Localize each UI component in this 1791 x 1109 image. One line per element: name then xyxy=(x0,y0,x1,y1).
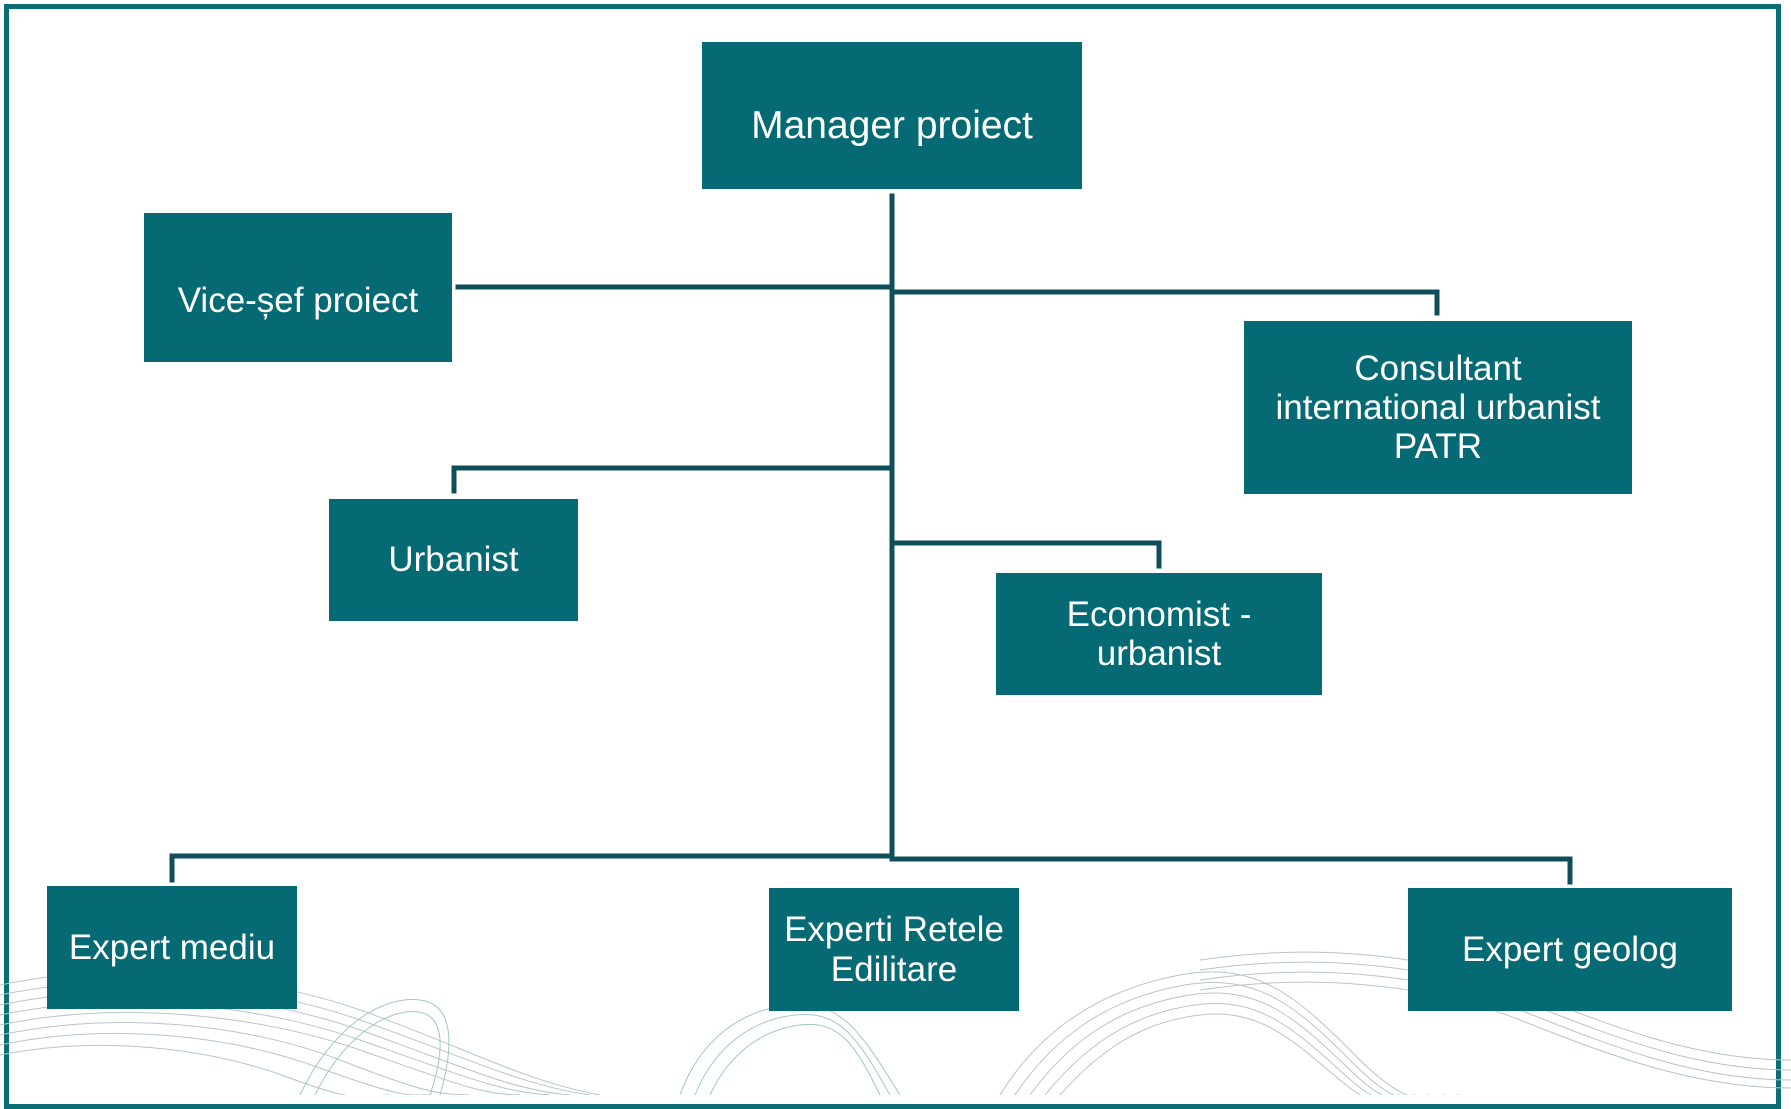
box-label: Experti Retele Edilitare xyxy=(784,910,1004,989)
connector-expert-geolog xyxy=(889,856,1573,885)
connector-expert-mediu xyxy=(169,853,895,883)
box-label: Economist - urbanist xyxy=(1066,594,1252,673)
box-experti-retele-edilitare: Experti Retele Edilitare xyxy=(769,888,1019,1011)
box-label: Urbanist xyxy=(388,540,519,580)
box-consultant: Consultant international urbanist PATR xyxy=(1244,321,1632,494)
box-expert-geolog: Expert geolog xyxy=(1408,888,1732,1011)
box-economist-urbanist: Economist - urbanist xyxy=(996,573,1322,695)
box-manager-proiect: Manager proiect xyxy=(702,42,1082,189)
box-label: Vice-șef proiect xyxy=(177,280,419,320)
box-vice-sef-proiect: Vice-șef proiect xyxy=(144,213,452,362)
box-label: Manager proiect xyxy=(751,103,1033,147)
box-label: Consultant international urbanist PATR xyxy=(1275,348,1601,467)
box-label: Expert mediu xyxy=(68,927,276,967)
connector-economist xyxy=(889,540,1162,569)
connector-urbanist xyxy=(451,465,895,494)
box-label: Expert geolog xyxy=(1462,929,1678,969)
box-expert-mediu: Expert mediu xyxy=(47,886,297,1009)
box-urbanist: Urbanist xyxy=(329,499,578,621)
connector-consultant xyxy=(889,289,1440,316)
